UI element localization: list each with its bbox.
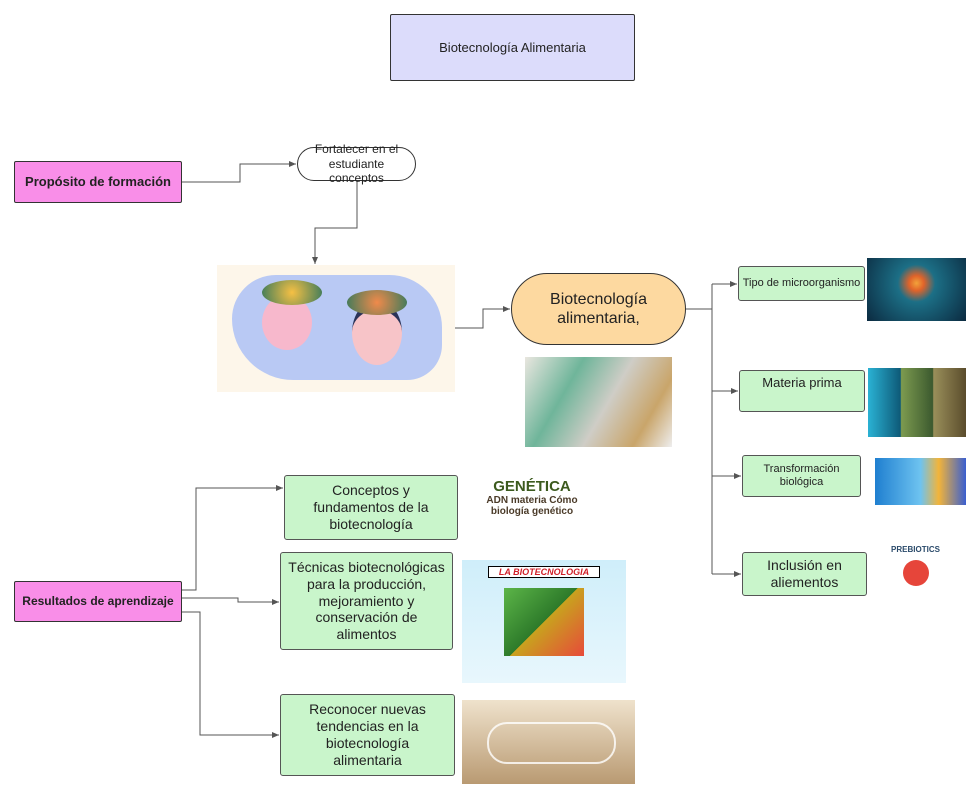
goal-label: Fortalecer en el estudiante conceptos <box>314 142 399 186</box>
results-label: Resultados de aprendizaje <box>22 594 174 609</box>
purpose-box[interactable]: Propósito de formación <box>14 161 182 203</box>
branch-label: Tipo de microorganismo <box>742 276 861 289</box>
branch-raw-material[interactable]: Materia prima <box>739 370 865 412</box>
wordcloud-words: ADN materia Cómo biología genético <box>486 495 578 517</box>
title: Biotecnología Alimentaria <box>439 39 586 55</box>
prebiotics-text: PREBIOTICS <box>891 545 940 554</box>
result-label: Técnicas biotecnológicas para la producc… <box>288 559 445 643</box>
center-label: Biotecnología alimentaria, <box>550 290 647 327</box>
branch-label: Materia prima <box>762 375 842 390</box>
branch-label: Inclusión en aliementos <box>767 557 842 590</box>
prebiotics-image: PREBIOTICS <box>885 545 946 628</box>
branch-transformation[interactable]: Transformación biológica <box>742 455 861 497</box>
purpose-label: Propósito de formación <box>25 174 171 190</box>
goal-pill[interactable]: Fortalecer en el estudiante conceptos <box>297 142 416 185</box>
result-label: Conceptos y fundamentos de la biotecnolo… <box>313 482 429 532</box>
result-techniques[interactable]: Técnicas biotecnológicas para la producc… <box>280 552 453 650</box>
people-illustration <box>217 265 455 392</box>
lab-wheat-image <box>525 357 672 447</box>
dna-capsule-image <box>462 700 635 784</box>
result-trends[interactable]: Reconocer nuevas tendencias en la biotec… <box>280 694 455 776</box>
result-label: Reconocer nuevas tendencias en la biotec… <box>309 701 426 768</box>
branch-microorganism[interactable]: Tipo de microorganismo <box>738 266 865 301</box>
title-box[interactable]: Biotecnología Alimentaria <box>390 14 635 81</box>
results-box[interactable]: Resultados de aprendizaje <box>14 581 182 622</box>
branch-inclusion[interactable]: Inclusión en aliementos <box>742 552 867 596</box>
branch-label: Transformación biológica <box>763 462 840 488</box>
biotec-banner: LA BIOTECNOLOGIA <box>488 566 600 578</box>
biotechnology-image: LA BIOTECNOLOGIA <box>462 560 626 683</box>
raw-material-image <box>868 368 966 437</box>
wordcloud-title: GENÉTICA <box>493 478 571 495</box>
center-node[interactable]: Biotecnología alimentaria, <box>511 273 686 345</box>
microorganism-image <box>867 258 966 321</box>
result-concepts[interactable]: Conceptos y fundamentos de la biotecnolo… <box>284 475 458 540</box>
transformation-image <box>875 458 966 505</box>
genetics-wordcloud-image: GENÉTICA ADN materia Cómo biología genét… <box>470 478 594 534</box>
